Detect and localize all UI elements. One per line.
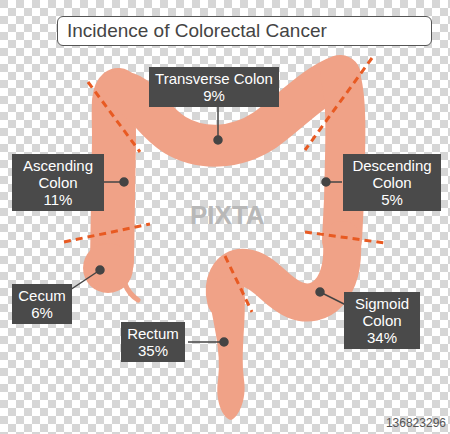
part-name: Transverse Colon xyxy=(155,70,273,87)
label-box: Ascending Colon11% xyxy=(12,154,104,211)
incidence-percent: 35% xyxy=(127,342,179,359)
watermark: PIXTA xyxy=(190,200,265,231)
label-box: Descending Colon5% xyxy=(343,154,441,211)
title-text: Incidence of Colorectal Cancer xyxy=(58,17,431,44)
title-box: Incidence of Colorectal Cancer xyxy=(57,16,432,46)
label-box: Cecum6% xyxy=(12,284,72,324)
part-name: Cecum xyxy=(18,287,66,304)
colon xyxy=(112,76,345,303)
image-id: 136823296 xyxy=(386,416,446,430)
incidence-percent: 9% xyxy=(155,87,273,104)
part-name: Rectum xyxy=(127,325,179,342)
leader-line xyxy=(70,105,346,346)
incidence-percent: 5% xyxy=(349,191,435,208)
incidence-percent: 6% xyxy=(18,304,66,321)
incidence-percent: 11% xyxy=(18,191,98,208)
part-name: Descending Colon xyxy=(349,157,435,191)
rectum-shape xyxy=(208,278,245,420)
label-box: Transverse Colon9% xyxy=(149,67,279,107)
part-name: Ascending Colon xyxy=(18,157,98,191)
part-name: Sigmoid Colon xyxy=(350,295,414,329)
incidence-percent: 34% xyxy=(350,329,414,346)
segment-divider xyxy=(64,58,385,312)
label-box: Rectum35% xyxy=(121,322,185,362)
label-box: Sigmoid Colon34% xyxy=(344,292,420,349)
